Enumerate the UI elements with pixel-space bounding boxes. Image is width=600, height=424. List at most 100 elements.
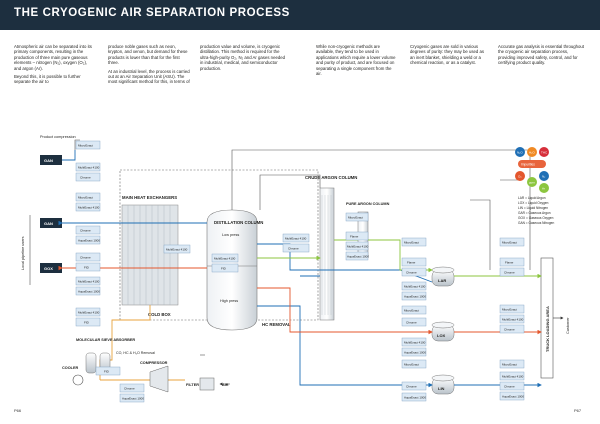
- lin-label: LIN: [438, 386, 445, 391]
- tank-lin: LIN: [431, 374, 455, 395]
- svg-text:Chrome: Chrome: [406, 385, 417, 389]
- gan-box: [40, 218, 62, 228]
- svg-text:AquaExact 1000: AquaExact 1000: [404, 295, 426, 299]
- instrument-multi: MultiExact 4100: [75, 202, 101, 212]
- instrument-multi: MultiExact 4100: [282, 233, 310, 243]
- instrument-micro: MicroExact: [499, 359, 525, 369]
- intro-paragraph: Accurate gas analysis is essential throu…: [498, 44, 584, 66]
- instrument-micro: MicroExact: [345, 212, 369, 222]
- intro-paragraph: produce noble gases such as neon, krypto…: [108, 44, 188, 66]
- instrument-chrome: Chrome: [499, 267, 525, 277]
- intro-paragraph: While non-cryogenic methods are availabl…: [316, 44, 396, 77]
- legend-o2: O₂: [518, 175, 522, 179]
- svg-text:Chrome: Chrome: [80, 176, 91, 180]
- svg-text:MultiExact 4100: MultiExact 4100: [78, 280, 100, 284]
- instrument-aqua: AquaExact 1000: [499, 391, 524, 401]
- legend-impurities: Impurities: [521, 163, 535, 167]
- svg-text:Chrome: Chrome: [504, 271, 515, 275]
- svg-text:AquaExact 1000: AquaExact 1000: [347, 255, 369, 259]
- filter-label: FILTER: [186, 383, 199, 387]
- instrument-chrome: Chrome: [401, 267, 427, 277]
- hc-removal-label: HC REMOVAL: [262, 322, 291, 327]
- legend-impurities-icon: [518, 160, 546, 168]
- gan-top-box: [40, 155, 62, 165]
- svg-text:MicroExact: MicroExact: [78, 196, 93, 200]
- legend-n2-icon: [539, 171, 549, 181]
- intro-column-6: Accurate gas analysis is essential throu…: [498, 44, 586, 69]
- distillation-column-label: DISTILLATION COLUMN: [214, 220, 263, 225]
- intro-paragraph: Beyond this, it is possible to further s…: [14, 74, 81, 85]
- instrument-chrome: Chrome: [499, 381, 525, 391]
- legend-thc-icon: [539, 147, 549, 157]
- tank-lar: LAR: [431, 266, 455, 287]
- intro-column-2: produce noble gases such as neon, krypto…: [108, 44, 190, 88]
- cold-box-outline: [119, 169, 319, 321]
- intro-paragraph: Cryogenic gases are sold in various degr…: [410, 44, 485, 66]
- cold-box-label: COLD BOX: [148, 312, 171, 317]
- svg-text:Chrome: Chrome: [406, 321, 417, 325]
- svg-text:MicroExact: MicroExact: [348, 216, 363, 220]
- customer-label: Customer: [566, 317, 570, 334]
- legend-line: GAN = Gaseous Nitrogen: [518, 221, 554, 225]
- legend-line: GOX = Gaseous Oxygen: [518, 216, 554, 220]
- intro-paragraph: At an industrial level, the process is c…: [108, 68, 190, 85]
- instrument-chrome: Chrome: [75, 172, 101, 182]
- truck-loading-label: TRUCK LOADING AREA: [545, 306, 550, 352]
- title-bar: THE CRYOGENIC AIR SEPARATION PROCESS: [0, 0, 600, 30]
- compressor-label: COMPRESSOR: [140, 361, 168, 365]
- legend-ar-icon: [539, 183, 549, 193]
- legend-n2: N₂: [542, 175, 546, 179]
- instrument-micro: MicroExact: [75, 140, 101, 150]
- main-heat-exchanger: [121, 204, 179, 306]
- svg-text:Chrome: Chrome: [504, 328, 515, 332]
- process-lines: [74, 139, 531, 386]
- svg-text:AquaExact 1000: AquaExact 1000: [78, 239, 100, 243]
- instrument-multi: MultiExact 4100: [499, 371, 525, 381]
- svg-text:Chrome: Chrome: [80, 256, 91, 260]
- intro-column-5: Cryogenic gases are sold in various degr…: [410, 44, 488, 69]
- svg-text:FID: FID: [84, 266, 90, 270]
- legend-ar: Ar: [542, 187, 545, 191]
- page-number-left: P66: [14, 408, 22, 413]
- gan-label: GAN: [44, 221, 53, 226]
- legend-line: LAR = Liquid Argon: [518, 196, 546, 200]
- legend-h2o: H₂O: [529, 151, 535, 155]
- air-label: AIR: [222, 383, 229, 387]
- svg-text:MicroExact: MicroExact: [404, 309, 419, 313]
- svg-text:Chrome: Chrome: [288, 247, 299, 251]
- intro-paragraph: Atmospheric air can be separated into it…: [14, 44, 92, 71]
- svg-text:FID: FID: [104, 370, 110, 374]
- instrument-chrome: Chrome: [75, 252, 101, 262]
- instrument-multi: MultiExact 4100: [401, 337, 427, 347]
- crude-argon-column-label: CRUDE ARGON COLUMN: [305, 175, 357, 180]
- instrument-multi: MultiExact 4100: [211, 253, 239, 263]
- sieve-removal-label: CO, HC & H₂O Removal: [116, 351, 155, 355]
- instrument-aqua: AquaExact 1000: [119, 393, 144, 403]
- instrument-chrome: Chrome: [401, 381, 427, 391]
- svg-text:AquaExact 1000: AquaExact 1000: [122, 397, 144, 401]
- svg-text:MicroExact: MicroExact: [404, 241, 419, 245]
- legend-line: LOX = Liquid Oxygen: [518, 201, 549, 205]
- instrument-multi: MultiExact 4100: [75, 307, 101, 317]
- instrument-aqua: AquaExact 1000: [401, 347, 426, 357]
- instrument-aqua: AquaExact 1000: [401, 392, 426, 402]
- crude-argon-column: [319, 187, 335, 321]
- intro-column-3: production value and volume, is cryogeni…: [200, 44, 286, 74]
- instrument-multi: MultiExact 4100: [499, 314, 525, 324]
- instrument-aqua: AquaExact 1000: [75, 235, 100, 245]
- instrument-micro: MicroExact: [401, 237, 427, 247]
- svg-text:AquaExact 1000: AquaExact 1000: [502, 395, 524, 399]
- svg-text:MultiExact 4100: MultiExact 4100: [285, 237, 307, 241]
- oxygen-flow-lines: [58, 265, 542, 335]
- instrument-multi: MultiExact 4100: [163, 244, 191, 254]
- svg-text:MicroExact: MicroExact: [502, 241, 517, 245]
- instrument-fid: FID: [211, 263, 239, 273]
- intro-column-4: While non-cryogenic methods are availabl…: [316, 44, 396, 79]
- instrument-chrome: Chrome: [499, 324, 525, 334]
- svg-text:AquaExact 1000: AquaExact 1000: [404, 351, 426, 355]
- cooler-label: COOLER: [62, 366, 79, 370]
- svg-text:Chrome: Chrome: [124, 387, 135, 391]
- instrument-aqua: AquaExact 1000: [75, 286, 100, 296]
- svg-text:MultiExact 4100: MultiExact 4100: [214, 257, 236, 261]
